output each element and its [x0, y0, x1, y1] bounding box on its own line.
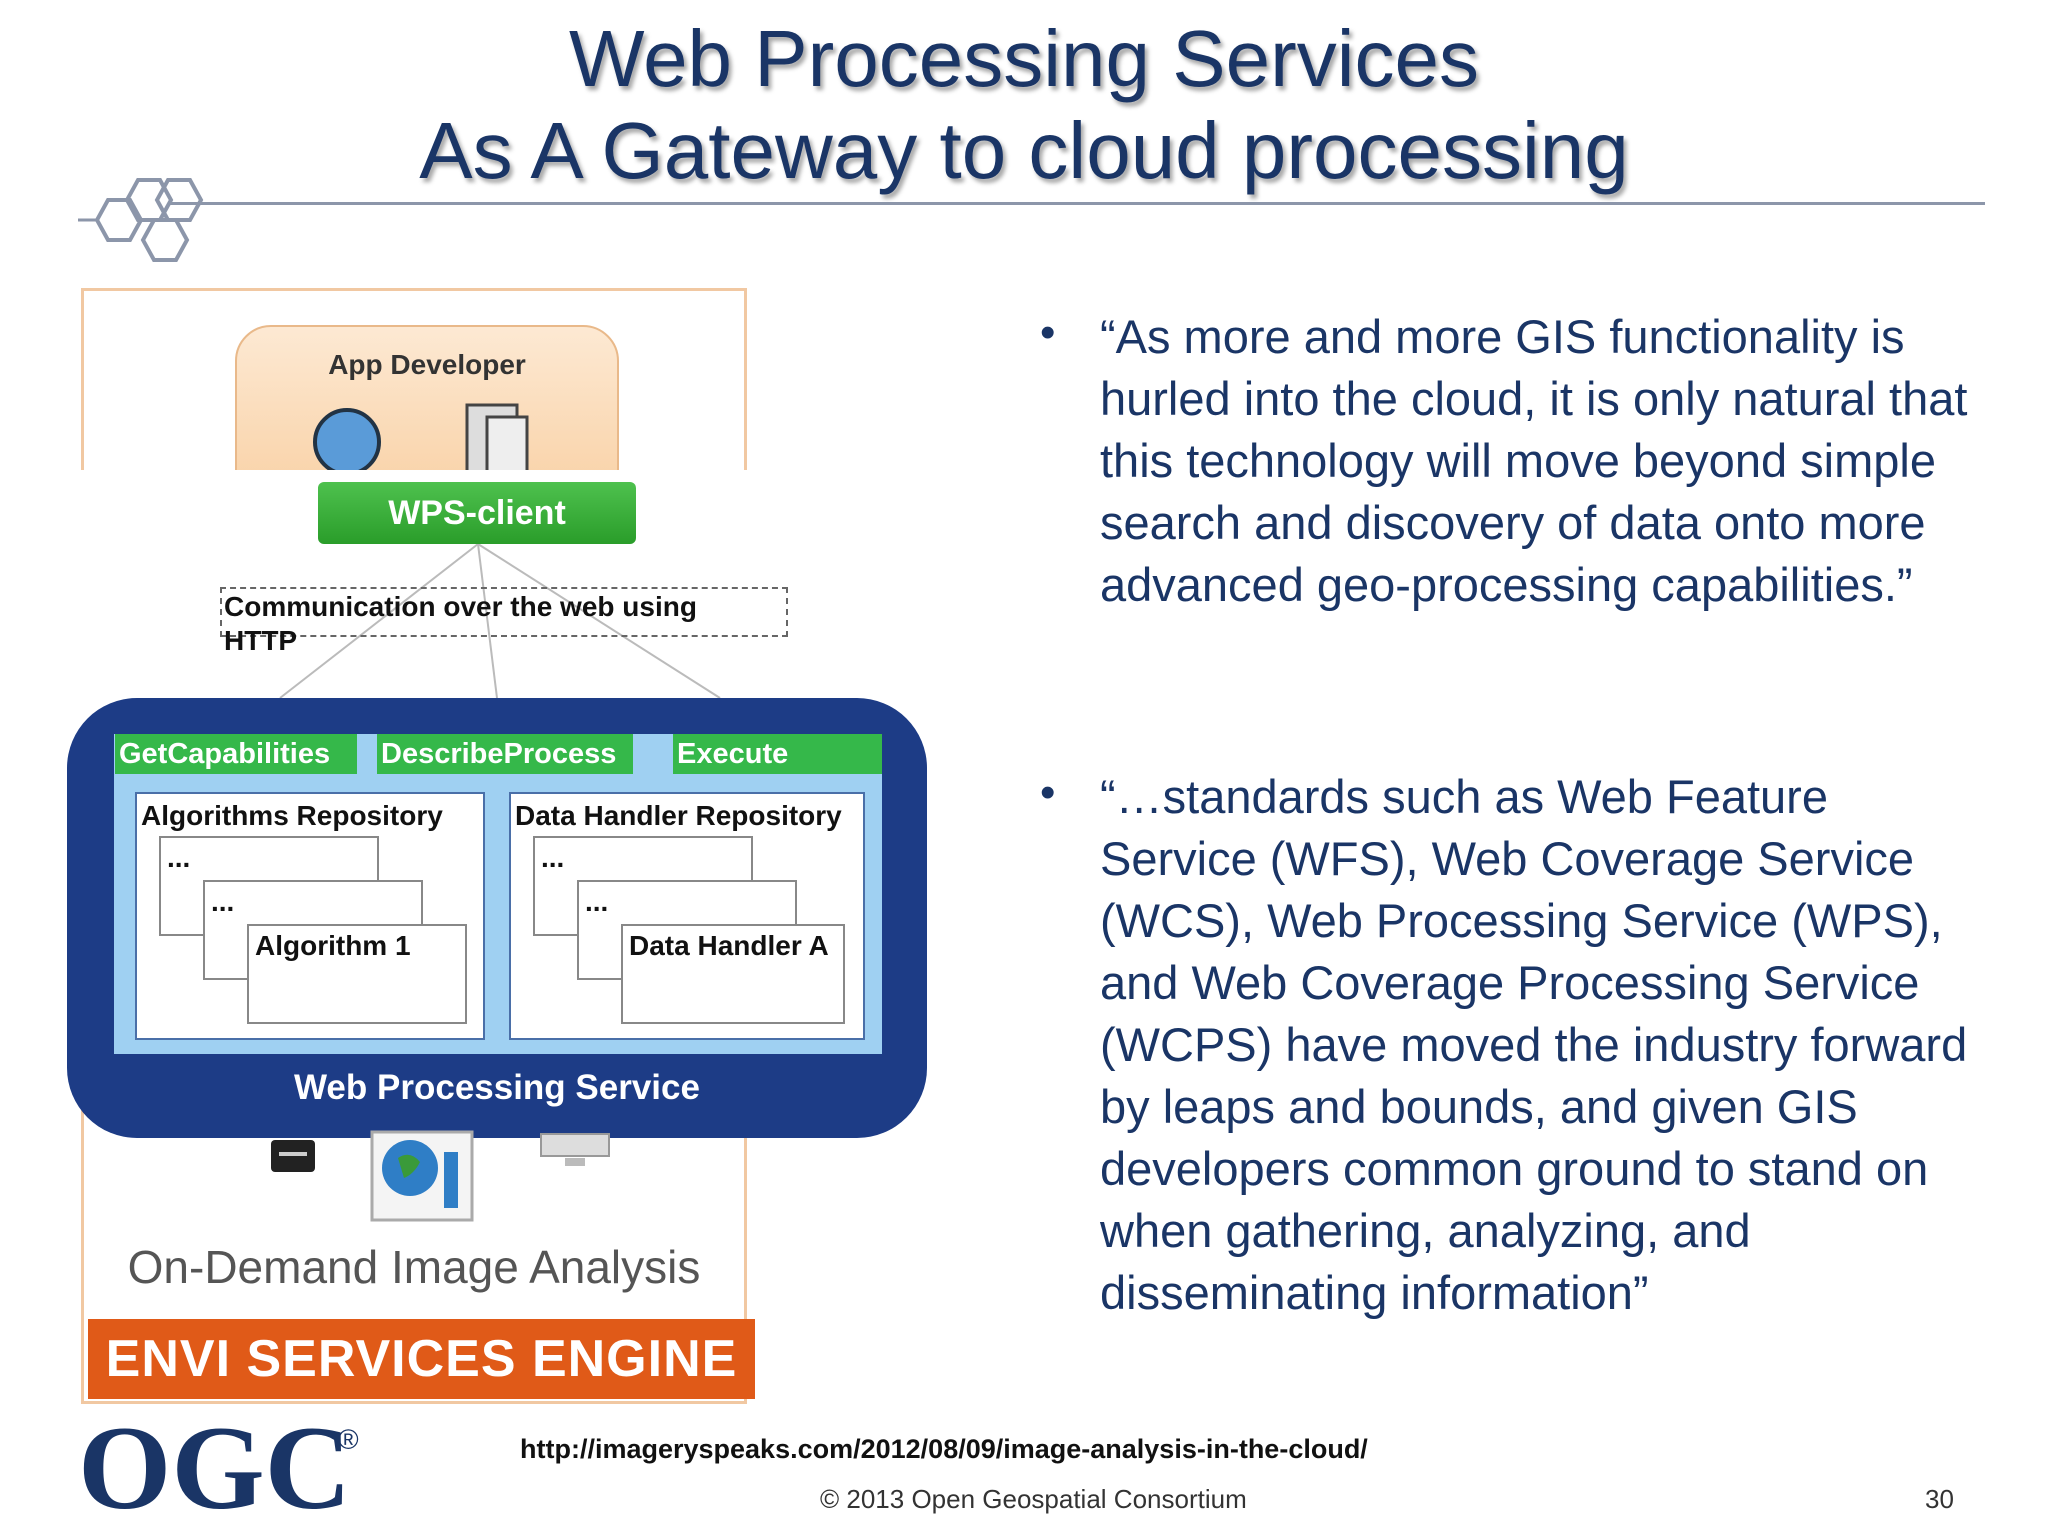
slide-title-line-1: Web Processing Services	[569, 14, 1479, 103]
tab-execute: Execute	[673, 734, 882, 774]
bullet-2-text: “…standards such as Web Feature Service …	[1100, 770, 1968, 1319]
copyright-notice: © 2013 Open Geospatial Consortium	[820, 1484, 1247, 1514]
communication-note: Communication over the web using HTTP	[220, 587, 788, 656]
tab-getcapabilities: GetCapabilities	[115, 734, 357, 774]
bullet-marker: •	[1040, 308, 1056, 357]
bullet-1-text: “As more and more GIS functionality is h…	[1100, 310, 1968, 611]
web-processing-service-box: GetCapabilities DescribeProcess Execute …	[67, 698, 927, 1138]
on-demand-image-analysis-label: On-Demand Image Analysis	[127, 1241, 701, 1293]
hexagon-logo-icon	[78, 178, 204, 262]
algorithm-1-label: Algorithm 1	[255, 930, 411, 961]
registered-mark: ®	[338, 1424, 359, 1455]
monitor-icon	[540, 1133, 610, 1166]
bullet-marker: •	[1040, 768, 1056, 817]
page-number: 30	[1925, 1484, 1954, 1514]
app-developer-label: App Developer	[328, 349, 526, 380]
bullet-1: • “As more and more GIS functionality is…	[1040, 306, 1967, 686]
algorithms-repository-title: Algorithms Repository	[141, 800, 443, 831]
wps-client-box: WPS-client	[318, 482, 636, 544]
algorithms-repository: Algorithms Repository ... ... Algorithm …	[135, 792, 485, 1040]
algorithm-ellipsis-2: ...	[211, 886, 235, 917]
envi-services-engine-banner: ENVI SERVICES ENGINE	[88, 1319, 755, 1399]
algorithm-card-front: Algorithm 1	[247, 924, 467, 1024]
data-handler-card-front: Data Handler A	[621, 924, 845, 1024]
data-handler-repository: Data Handler Repository ... ... Data Han…	[509, 792, 865, 1040]
wps-architecture-diagram: App Developer WPS-client Communication o…	[0, 280, 950, 1404]
device-icon	[271, 1140, 315, 1172]
ogc-logo: OGC	[78, 1401, 352, 1534]
data-handler-repository-title: Data Handler Repository	[515, 800, 842, 831]
source-url: http://imageryspeaks.com/2012/08/09/imag…	[520, 1434, 1368, 1464]
bullet-2: • “…standards such as Web Feature Servic…	[1040, 766, 1967, 1386]
web-processing-service-label: Web Processing Service	[294, 1068, 700, 1107]
data-handler-a-label: Data Handler A	[629, 930, 829, 961]
algorithm-ellipsis-1: ...	[167, 842, 191, 873]
data-handler-ellipsis-1: ...	[541, 842, 565, 873]
tab-describeprocess: DescribeProcess	[377, 734, 633, 774]
data-handler-ellipsis-2: ...	[585, 886, 609, 917]
communication-line-1: Communication over the web using	[224, 591, 697, 622]
slide-title-line-2: As A Gateway to cloud processing	[419, 106, 1629, 195]
communication-line-2: HTTP	[224, 625, 298, 656]
connection-lines	[279, 543, 721, 699]
globe-icon	[370, 1130, 474, 1222]
title-divider	[170, 202, 1985, 205]
